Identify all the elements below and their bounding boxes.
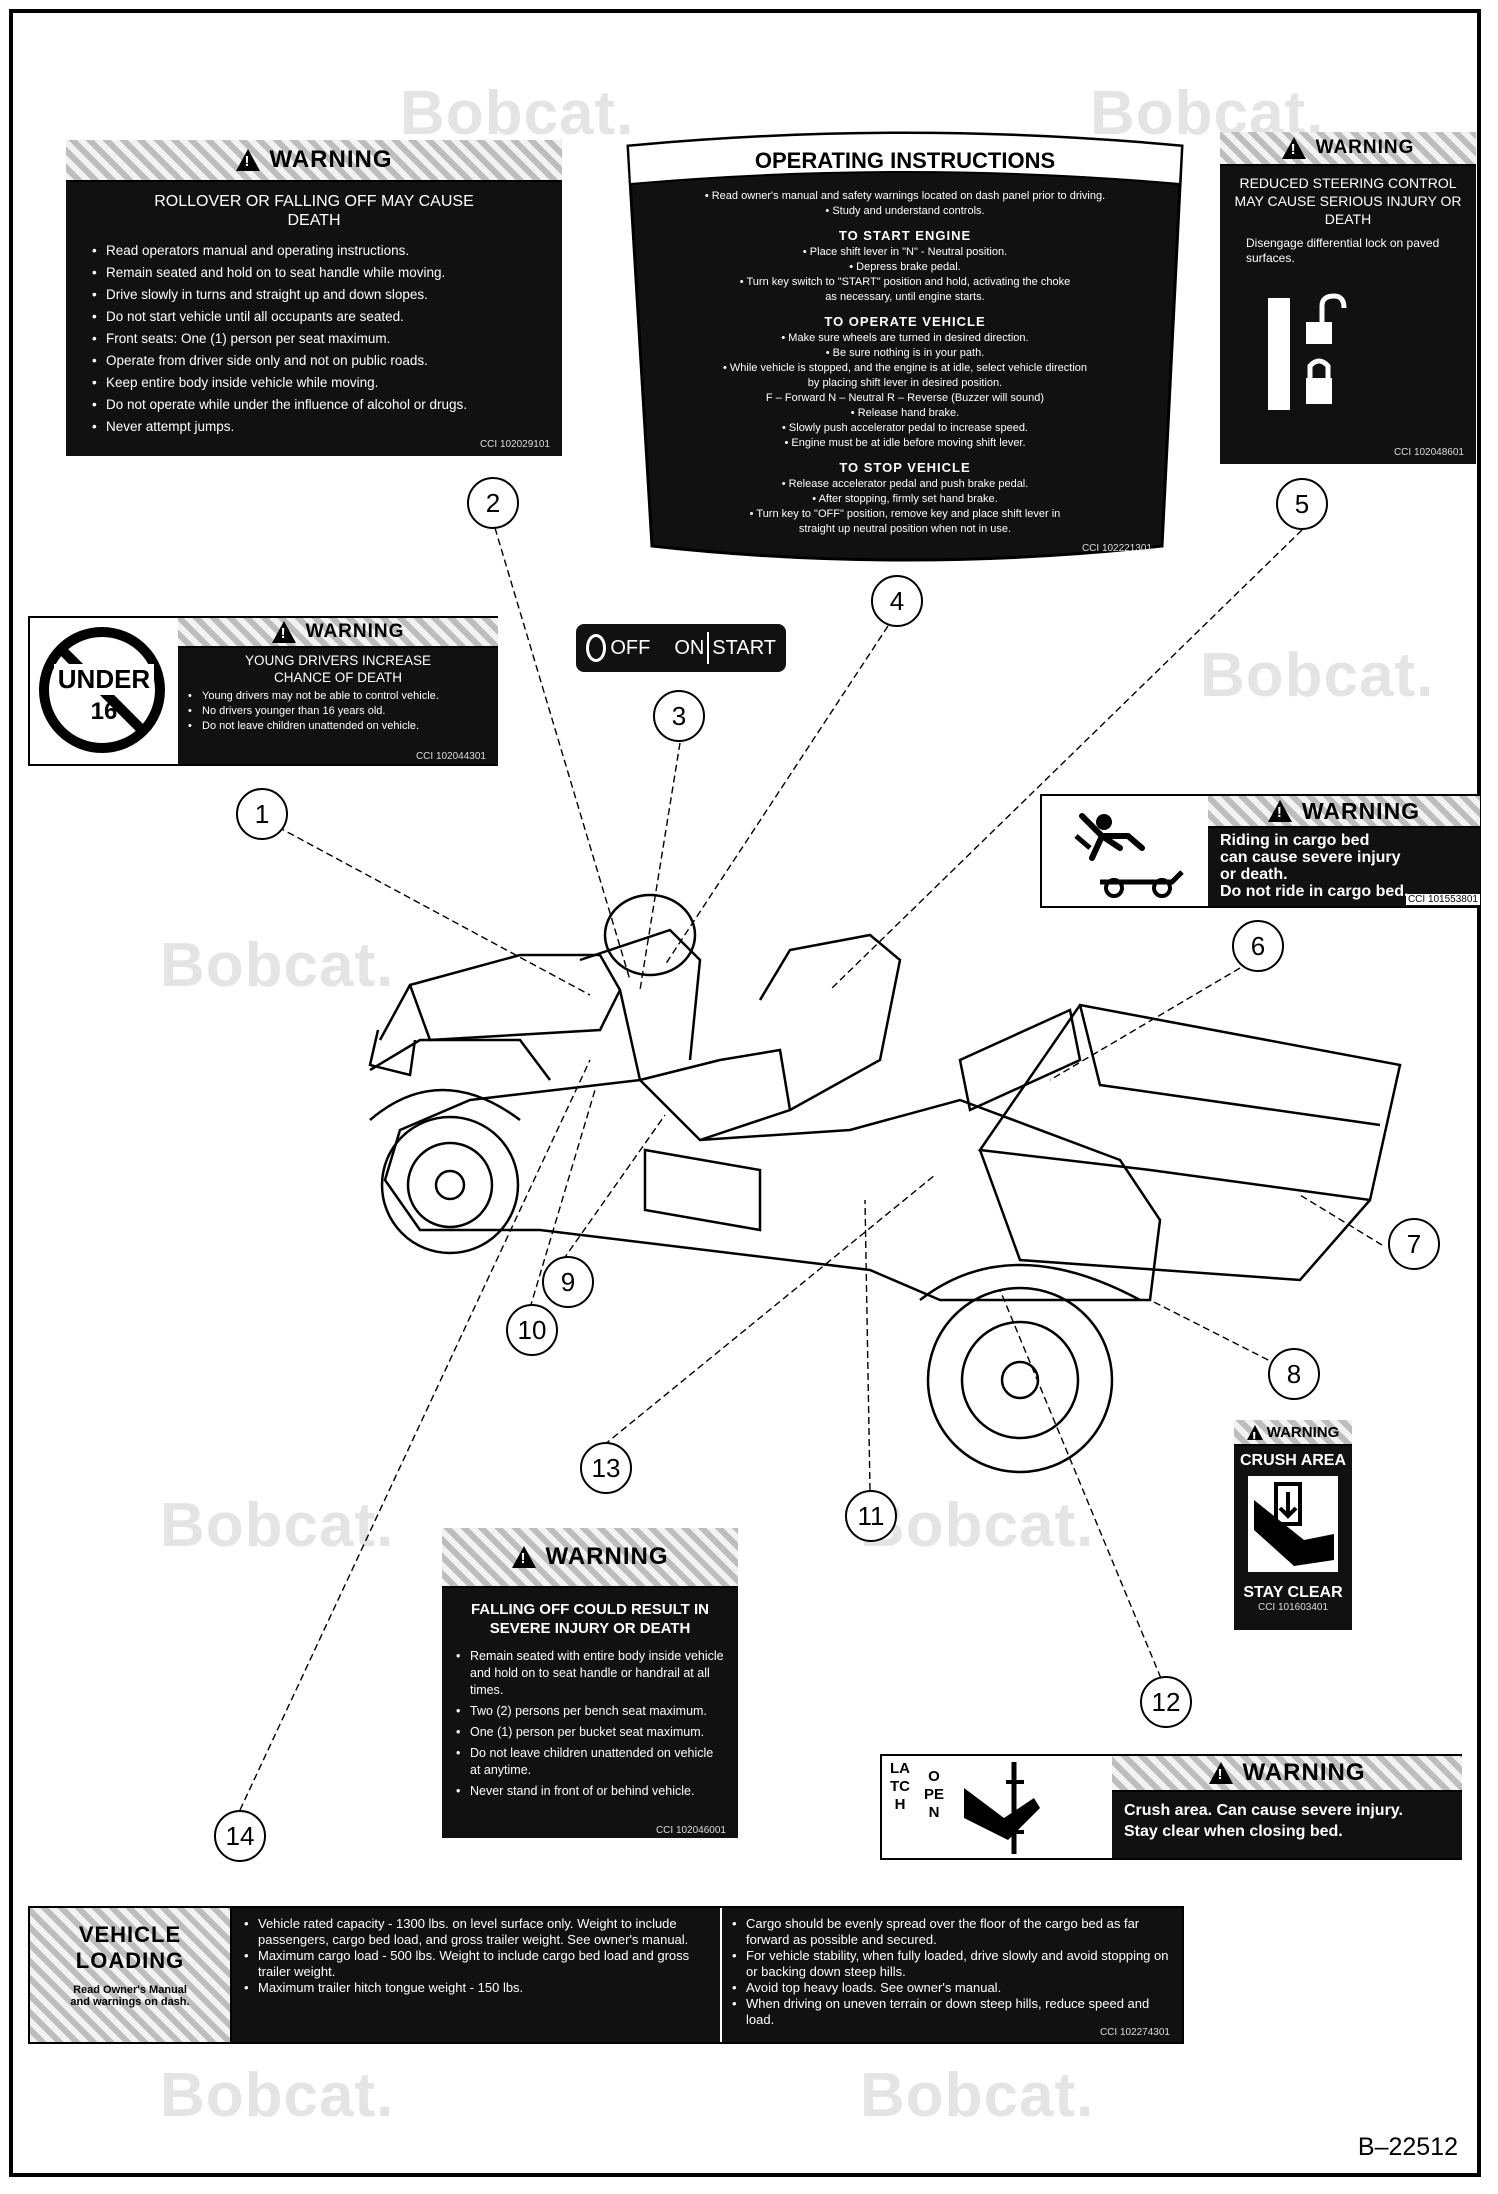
decal-shape: [626, 131, 1184, 562]
section-heading: TO OPERATE VEHICLE: [824, 314, 986, 329]
decal-code: CCI 101603401: [1257, 1602, 1329, 1613]
crush-area-label: CRUSH AREA: [1239, 1452, 1347, 1469]
watermark: Bobcat.: [160, 2061, 395, 2130]
callout-7: 7: [1388, 1218, 1440, 1270]
decal-code: CCI 102048601: [1393, 447, 1464, 458]
leader-lines: [239, 527, 1383, 1811]
watermark: Bobcat.: [160, 1491, 395, 1560]
watermark: Bobcat.: [160, 931, 395, 1000]
latch-warning-decal: LATCH OPEN WARNING Crush area. Can cause…: [880, 1754, 1462, 1860]
decal-title: ROLLOVER OR FALLING OFF MAY CAUSE DEATH: [154, 193, 474, 229]
callout-5: 5: [1276, 478, 1328, 530]
crush-area-decal: WARNING CRUSH AREA STAY CLEAR CCI 101603…: [1234, 1420, 1352, 1630]
callout-4: 4: [871, 575, 923, 627]
under-label: UNDER: [54, 664, 154, 695]
warning-triangle-icon: [1281, 137, 1306, 159]
loading-title-panel: VEHICLE LOADING Read Owner's Manual and …: [30, 1908, 232, 2042]
warning-triangle-icon: [235, 149, 260, 171]
falling-off-warning-decal: WARNING FALLING OFF COULD RESULT IN SEVE…: [442, 1528, 738, 1838]
page-frame: [9, 9, 1481, 2177]
divider: [720, 1908, 722, 2042]
latch-label: LATCH: [890, 1760, 910, 1813]
steering-warning-decal: WARNING REDUCED STEERING CONTROL MAY CAU…: [1220, 132, 1476, 464]
decal-code: CCI 102029101: [479, 439, 550, 450]
callout-12: 12: [1140, 1676, 1192, 1728]
decal-header: WARNING: [1242, 1759, 1366, 1786]
warning-triangle-icon: [511, 1546, 536, 1568]
callout-14: 14: [214, 1810, 266, 1862]
callout-9: 9: [542, 1256, 594, 1308]
callout-2: 2: [467, 477, 519, 529]
callout-8: 8: [1268, 1348, 1320, 1400]
utility-vehicle-drawing: [368, 893, 1402, 1474]
loading-list-right: Cargo should be evenly spread over the f…: [730, 1916, 1170, 2028]
cargo-ride-warning-decal: WARNING Riding in cargo bed can cause se…: [1040, 794, 1480, 908]
decal-code: CCI 102221301: [1081, 543, 1152, 554]
decal-list: Read operators manual and operating inst…: [90, 240, 538, 438]
warning-triangle-icon: [1208, 1762, 1233, 1784]
under16-warning-decal: UNDER 16 WARNING YOUNG DRIVERS INCREASE …: [28, 616, 498, 766]
decal-code: CCI 102274301: [1099, 2027, 1170, 2038]
decal-code: CCI 102044301: [415, 751, 486, 762]
key-switch-decal: OFF ON START: [576, 624, 786, 672]
crush-hand-icon: [1248, 1476, 1338, 1572]
warning-triangle-icon: [271, 621, 296, 643]
crush-hand-icon: [964, 1762, 1040, 1854]
age-label: 16: [90, 698, 118, 725]
decal-title: OPERATING INSTRUCTIONS: [754, 148, 1056, 173]
callout-3: 3: [653, 690, 705, 742]
warning-triangle-icon: [1267, 800, 1292, 822]
section-heading: TO START ENGINE: [838, 228, 972, 243]
callout-1: 1: [236, 788, 288, 840]
decal-code: CCI 101553801: [1405, 894, 1480, 905]
decal-title: REDUCED STEERING CONTROL MAY CAUSE SERIO…: [1234, 175, 1462, 227]
decal-header: WARNING: [305, 621, 405, 642]
no-riding-in-bed-icon: [1074, 813, 1184, 898]
differential-lock-icon: [1268, 293, 1347, 410]
section-heading: TO STOP VEHICLE: [839, 460, 971, 475]
stay-clear-label: STAY CLEAR: [1243, 1584, 1343, 1601]
callout-11: 11: [845, 1490, 897, 1542]
callout-6: 6: [1232, 920, 1284, 972]
watermark: Bobcat.: [860, 1491, 1095, 1560]
decal-header: WARNING: [1315, 137, 1415, 158]
decal-code: CCI 102046001: [655, 1825, 726, 1836]
decal-header: WARNING: [545, 1543, 669, 1570]
decal-title: YOUNG DRIVERS INCREASE CHANCE OF DEATH: [244, 653, 432, 685]
decal-header: WARNING: [1301, 797, 1421, 824]
open-label: OPEN: [924, 1768, 945, 1821]
figure-id: B–22512: [1357, 2133, 1458, 2161]
watermark: Bobcat.: [400, 79, 635, 148]
operating-instructions-decal: OPERATING INSTRUCTIONS • Read owner's ma…: [622, 126, 1188, 568]
callout-10: 10: [506, 1304, 558, 1356]
rollover-warning-decal: WARNING ROLLOVER OR FALLING OFF MAY CAUS…: [66, 140, 562, 456]
vehicle-loading-decal: VEHICLE LOADING Read Owner's Manual and …: [28, 1906, 1184, 2044]
key-switch-icon: [586, 634, 607, 662]
warning-triangle-icon: [1246, 1424, 1263, 1446]
watermark: Bobcat.: [1200, 641, 1435, 710]
decal-title: FALLING OFF COULD RESULT IN SEVERE INJUR…: [470, 1601, 710, 1637]
decal-header: WARNING: [269, 146, 393, 173]
loading-list-left: Vehicle rated capacity - 1300 lbs. on le…: [242, 1916, 702, 1996]
watermark: Bobcat.: [860, 2061, 1095, 2130]
callout-13: 13: [580, 1442, 632, 1494]
decal-header: WARNING: [1266, 1423, 1340, 1441]
decal-text: Disengage differential lock on paved sur…: [1246, 236, 1440, 265]
